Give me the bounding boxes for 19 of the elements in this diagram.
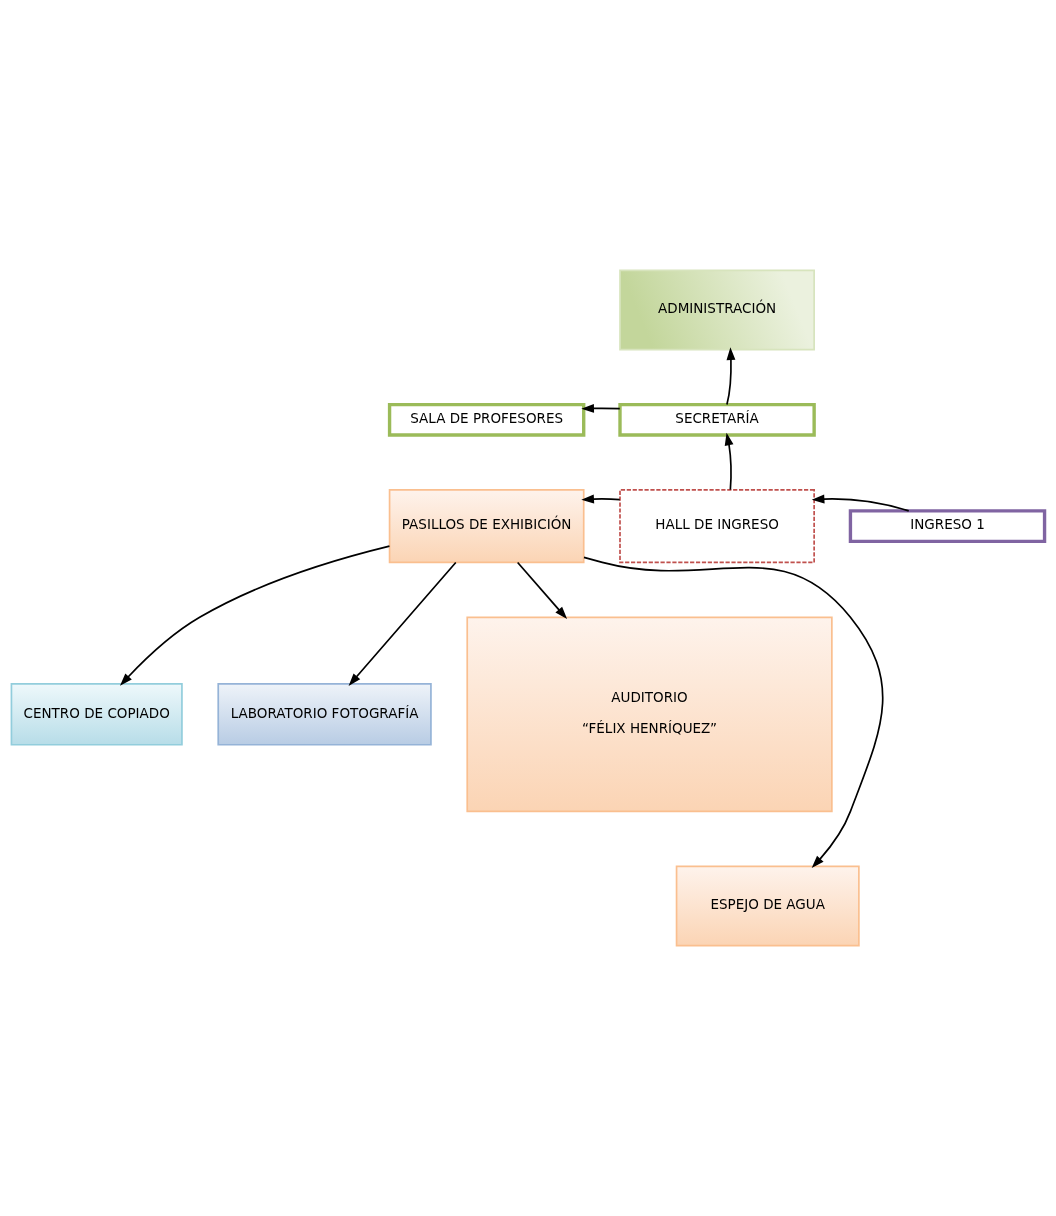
node-box: ADMINISTRACIÓN: [619, 269, 815, 351]
arrow: [583, 556, 884, 869]
node-box: HALL DE INGRESO: [619, 489, 815, 564]
node-box: LABORATORIO FOTOGRAFÍA: [217, 683, 432, 746]
arrow: [726, 347, 736, 406]
arrow: [119, 545, 391, 686]
arrow: [516, 561, 568, 620]
node-box: SECRETARÍA: [618, 402, 816, 437]
node-box: SALA DE PROFESORES: [387, 402, 586, 437]
node-box: AUDITORIO “FÉLIX HENRÍQUEZ”: [466, 616, 833, 813]
node-box: PASILLOS DE EXHIBICIÓN: [388, 489, 585, 564]
node-box: INGRESO 1: [848, 509, 1047, 543]
arrow: [724, 432, 734, 491]
arrow: [581, 494, 621, 504]
node-box: CENTRO DE COPIADO: [10, 683, 183, 746]
node-box: ESPEJO DE AGUA: [675, 865, 860, 947]
arrow: [348, 561, 457, 686]
arrow: [581, 404, 621, 413]
arrow: [811, 494, 910, 512]
